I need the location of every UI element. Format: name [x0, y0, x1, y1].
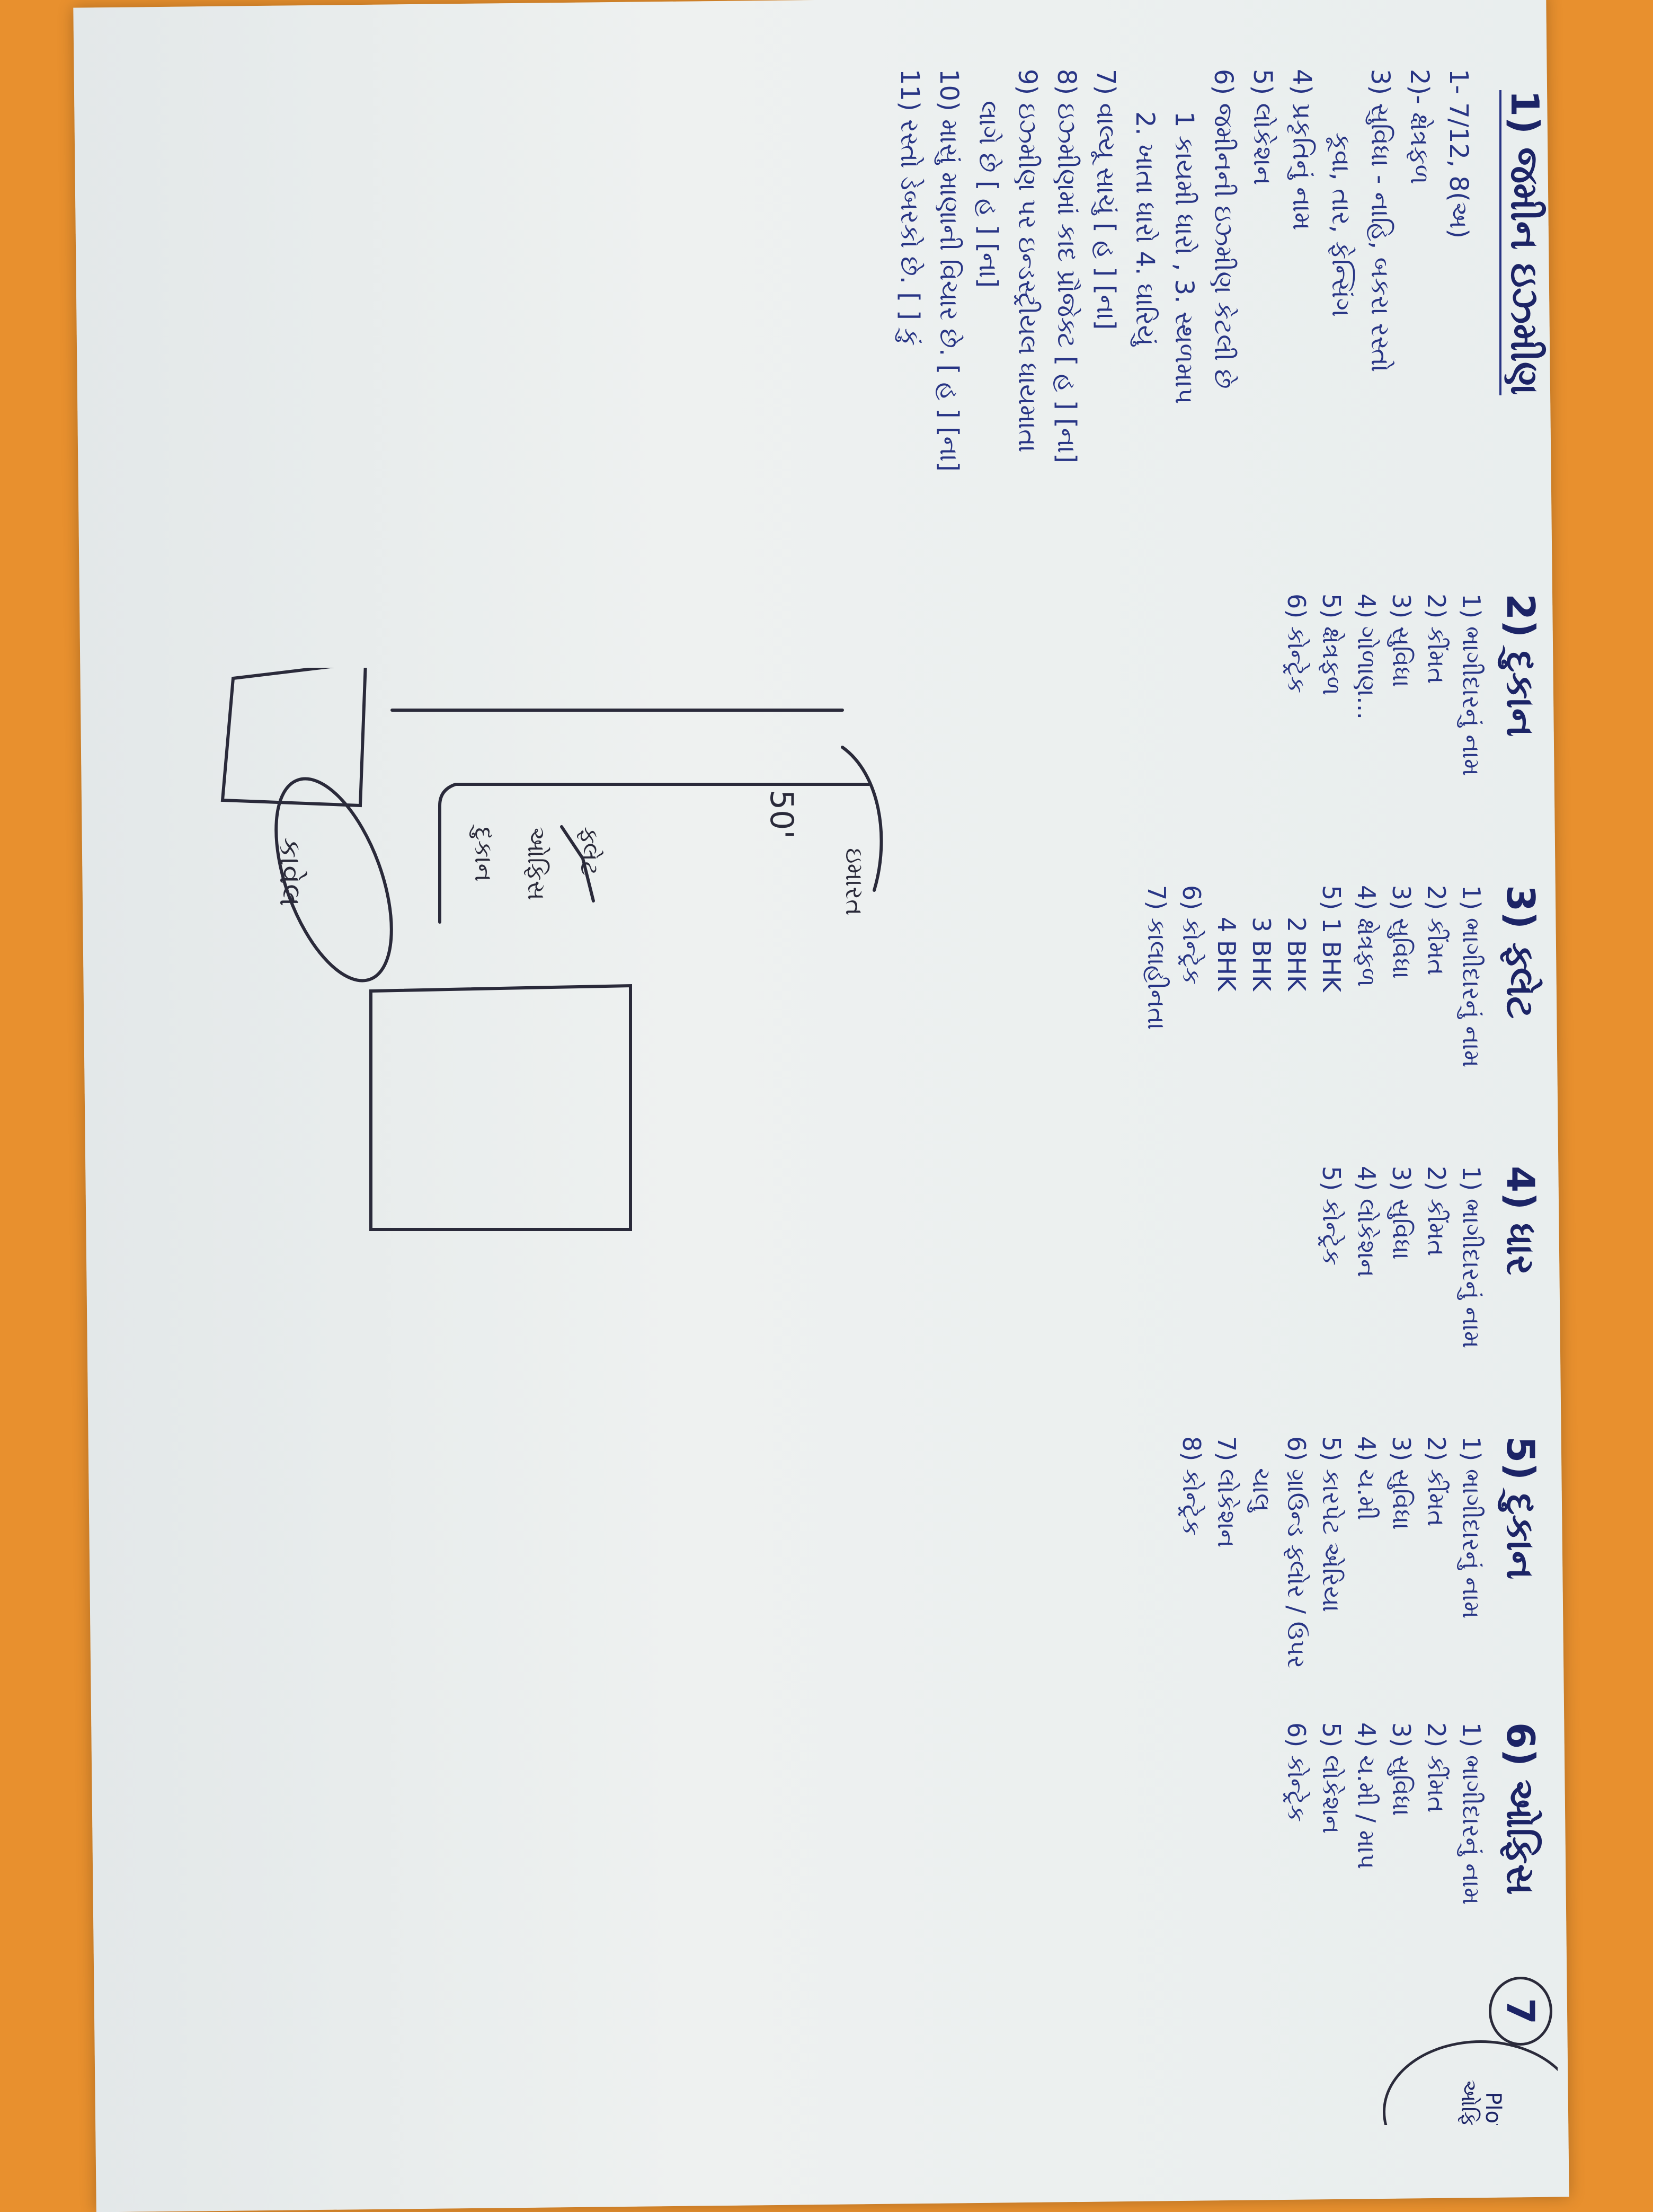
section-2-item: 5) ક્ષેત્રફળ: [1317, 594, 1346, 696]
section-1-item: 7) વાલ્યૂ સાચું [ હ ] [ના]: [1091, 69, 1121, 330]
section-5-item: 2) કીંમત: [1422, 1436, 1451, 1527]
section-2-item: 1) ભાગીદારનું નામ: [1457, 594, 1486, 776]
section-1-item: 8) ઇઝ્મીણમાં કાદ પ્રૌજેક્ટ [ હ ] [ના]: [1052, 69, 1081, 463]
section-1-title-text: 1) જમીન ઇઝ્મીણ: [1499, 90, 1547, 395]
section-3-item: 2 BHK: [1282, 917, 1311, 992]
section-5-item: 7) લોકેશન: [1212, 1436, 1241, 1548]
section-2-item: 4) ગોળાણ...: [1352, 594, 1381, 720]
section-2-item: 2) કીંમત: [1422, 594, 1451, 684]
sketch-number: 50': [763, 790, 800, 839]
section-6-item: 1) ભાગીદારનું નામ: [1457, 1722, 1486, 1905]
section-1-item: 2. ખાતા ધારો 4. ઘારિયું: [1130, 111, 1160, 346]
section-7-item: ઓફિસ: [1456, 2080, 1481, 2125]
section-3-item: 4 BHK: [1212, 917, 1241, 992]
section-6-item: 5) લોકેશન: [1317, 1722, 1346, 1834]
sketch-scribble: [560, 825, 595, 903]
sketch-label-building: ઇમારત: [840, 848, 869, 916]
section-3: 3) ફ્લેટ 1) ભાગીદારનું નામ 2) કીંમત 3) સ…: [1139, 885, 1547, 1161]
section-4-item: 2) કીંમત: [1422, 1166, 1451, 1257]
section-2-item: 3) સુવિધા: [1387, 594, 1416, 688]
section-6: 6) ઓફિસ 1) ભાગીદારનું નામ 2) કીંમત 3) સુ…: [1279, 1722, 1547, 1977]
site-sketch: [220, 668, 883, 1231]
section-5-title: 5) દુકાન: [1498, 1436, 1543, 1580]
section-5-item: 6) ગ્રાઉન્ડ ફ્લોર / ઉપર: [1282, 1436, 1311, 1669]
section-2-item: 6) કોન્ટ્રેક: [1282, 594, 1311, 694]
section-1-item: લાગે છે [ હ ] [ના]: [973, 101, 1003, 288]
section-3-item: 1) ભાગીદારનું નામ: [1457, 885, 1486, 1068]
section-3-item: 4) ક્ષેત્રફળ: [1352, 885, 1381, 987]
section-3-item: 3) સુવિધા: [1387, 885, 1416, 979]
section-4: 4) ધાર 1) ભાગીદારનું નામ 2) કીંમત 3) સુવ…: [1314, 1166, 1547, 1420]
section-4-item: 1) ભાગીદારનું નામ: [1457, 1166, 1486, 1349]
section-6-item: 2) કીંમત: [1422, 1722, 1451, 1813]
handwritten-note: 1) જમીન ઇઝ્મીણ 1- 7/12, 8(અ) 2)- ક્ષેત્ર…: [138, 58, 1558, 2125]
section-5-item: 1) ભાગીદારનું નામ: [1457, 1436, 1486, 1619]
section-7-circle: 7: [1489, 1977, 1552, 2046]
section-4-title: 4) ધાર: [1498, 1166, 1543, 1276]
section-1-item: 10) માસું માણાની વિચાર છે. [ હ ] [ના]: [934, 69, 964, 472]
section-5-item: ચાલુ: [1247, 1468, 1276, 1512]
rotated-content: 1) જમીન ઇઝ્મીણ 1- 7/12, 8(અ) 2)- ક્ષેત્ર…: [138, 58, 1558, 2125]
section-1-item: 5) લોકેશન: [1248, 69, 1277, 185]
section-3-item: 7) કાલાહીનતા: [1142, 885, 1171, 1030]
section-3-item: 5) 1 BHK: [1317, 885, 1346, 993]
sketch-curve: [841, 746, 883, 892]
section-2-title: 2) દુકાન: [1498, 594, 1543, 737]
section-4-item: 3) સુવિધા: [1387, 1166, 1416, 1260]
sketch-oval: [274, 777, 393, 983]
section-6-title: 6) ઓફિસ: [1498, 1722, 1543, 1895]
sketch-label-flat: ફ્લેટ: [575, 827, 604, 876]
section-5-item: 5) કારપેટ એરિયા: [1317, 1436, 1346, 1613]
sketch-boundary: [438, 783, 870, 924]
section-1-item: 9) ઇઝ્મીણ પર ઇન્ડસ્ટ્રીયલ ધાયમાતા: [1012, 69, 1042, 453]
section-1-title: 1) જમીન ઇઝ્મીણ: [1499, 90, 1547, 395]
section-5: 5) દુકાન 1) ભાગીદારનું નામ 2) કીંમત 3) સ…: [1174, 1436, 1547, 1712]
section-6-item: 6) કોન્ટ્રેક: [1282, 1722, 1311, 1822]
section-3-title: 3) ફ્લેટ: [1498, 885, 1543, 1019]
section-6-item: 3) સુવિધા: [1387, 1722, 1416, 1817]
section-4-item: 5) કોન્ટ્રેક: [1317, 1166, 1346, 1266]
sketch-label-office: ઓફિસ: [522, 827, 551, 901]
section-3-item: 2) કીંમત: [1422, 885, 1451, 976]
section-5-item: 4) ચ.મી: [1352, 1436, 1381, 1520]
section-3-item: 6) કોન્ટ્રેક: [1177, 885, 1206, 985]
section-2: 2) દુકાન 1) ભાગીદારનું નામ 2) કીંમત 3) સ…: [1279, 594, 1547, 869]
section-6-item: 4) ચ.મી / માપ: [1352, 1722, 1381, 1870]
section-5-item: 8) કોન્ટ્રેક: [1177, 1436, 1206, 1536]
sketch-rect-plot: [369, 984, 632, 1231]
section-7-oval: Plot ઓફિસ: [1383, 2040, 1558, 2125]
section-7-item: Plot: [1481, 2092, 1505, 2125]
sketch-label-shop: દુકાન: [469, 827, 498, 882]
section-1-item: 1 કાયમી ધારો , 3. સ્થળમાપ: [1169, 111, 1199, 404]
section-3-item: 3 BHK: [1247, 917, 1276, 992]
section-7-title: 7: [1498, 1997, 1543, 2025]
section-1-item: 6) જમીનની ઇઝ્મીણ કેટલી છે: [1208, 69, 1238, 389]
section-4-item: 4) લોકેશન: [1352, 1166, 1381, 1278]
sketch-label-plot: કાવેલ: [273, 837, 307, 907]
sketch-rect-box: [220, 668, 368, 808]
section-5-item: 3) સુવિધા: [1387, 1436, 1416, 1530]
section-1-item: 11) રસ્તો ડેબરકો છે. [ ] કું: [895, 69, 925, 347]
